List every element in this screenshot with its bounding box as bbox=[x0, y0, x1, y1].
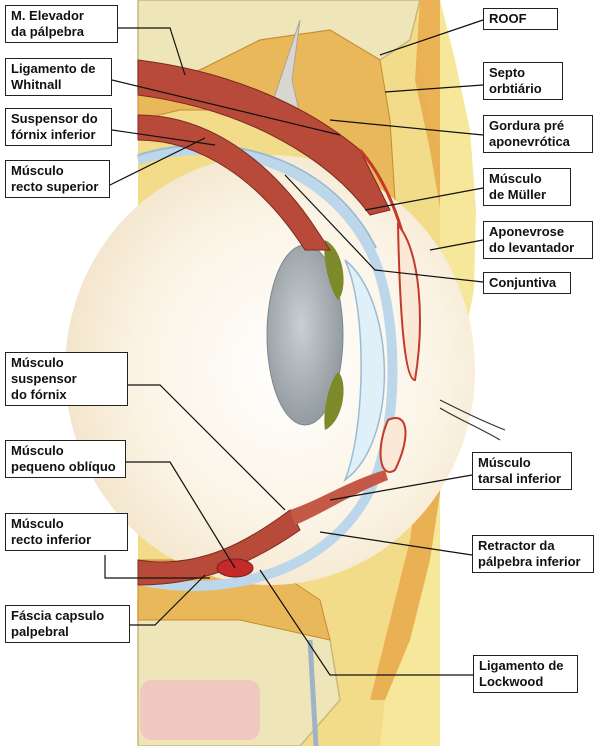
label-tarsal-inf-line2: tarsal inferior bbox=[478, 471, 562, 486]
leader-aponevrose bbox=[429, 239, 484, 251]
lower-tarsus bbox=[379, 417, 407, 473]
label-aponevrose-line1: Aponevrose bbox=[489, 224, 565, 239]
lens bbox=[267, 245, 343, 425]
lower-eyelid-retractor bbox=[290, 470, 388, 525]
upper-tarsus bbox=[396, 222, 421, 382]
leader-fascia bbox=[130, 574, 206, 626]
label-gordura-line1: Gordura pré bbox=[489, 118, 565, 133]
label-suspensor-fornix: Músculo suspensor do fórnix bbox=[5, 352, 128, 406]
label-septo-line2: orbtiário bbox=[489, 81, 542, 96]
leader-recto-inf bbox=[104, 555, 210, 579]
label-muller-line1: Músculo bbox=[489, 171, 542, 186]
label-aponevrose-line2: do levantador bbox=[489, 240, 575, 255]
sclera-rim bbox=[136, 145, 398, 591]
leader-septo bbox=[384, 84, 484, 93]
upper-lash bbox=[439, 399, 506, 431]
label-tarsal-inf-line1: Músculo bbox=[478, 455, 531, 470]
label-retractor-line1: Retractor da bbox=[478, 538, 555, 553]
nasolacrimal-duct bbox=[307, 639, 319, 746]
label-fascia-line1: Fáscia capsulo bbox=[11, 608, 105, 623]
label-tarsal-inf: Músculo tarsal inferior bbox=[472, 452, 572, 490]
label-septo-line1: Septo bbox=[489, 65, 526, 80]
maxillary-sinus bbox=[140, 680, 260, 740]
label-roof-line1: ROOF bbox=[489, 11, 527, 26]
label-pequeno-obliquo-line2: pequeno oblíquo bbox=[11, 459, 116, 474]
label-aponevrose: Aponevrose do levantador bbox=[483, 221, 593, 259]
leader-lockwood bbox=[259, 569, 473, 676]
leader-conjuntiva bbox=[284, 174, 484, 283]
label-suspensor-sup: Suspensor do fórnix inferior bbox=[5, 108, 112, 146]
label-lockwood: Ligamento de Lockwood bbox=[473, 655, 578, 693]
label-recto-sup: Músculo recto superior bbox=[5, 160, 110, 198]
label-lockwood-line2: Lockwood bbox=[479, 674, 544, 689]
levator-muscle bbox=[137, 59, 391, 216]
label-recto-inf-line2: recto inferior bbox=[11, 532, 92, 547]
leader-whitnall bbox=[111, 79, 341, 136]
ciliary-body-upper bbox=[324, 240, 344, 300]
leader-roof bbox=[379, 19, 484, 56]
label-whitnall-line2: Whitnall bbox=[11, 77, 62, 92]
leader-gordura bbox=[329, 119, 484, 136]
label-whitnall-line1: Ligamento de bbox=[11, 61, 96, 76]
label-roof: ROOF bbox=[483, 8, 558, 30]
conjunctiva-upper bbox=[137, 144, 377, 249]
label-pequeno-obliquo-line1: Músculo bbox=[11, 443, 64, 458]
label-suspensor-fornix-line2: suspensor bbox=[11, 371, 77, 386]
leader-muller bbox=[364, 187, 484, 211]
leader-retractor bbox=[319, 531, 473, 556]
label-fascia: Fáscia capsulo palpebral bbox=[5, 605, 130, 643]
label-fascia-line2: palpebral bbox=[11, 624, 69, 639]
leader-suspensor-fornix bbox=[128, 384, 286, 511]
label-suspensor-sup-line1: Suspensor do bbox=[11, 111, 98, 126]
label-pequeno-obliquo: Músculo pequeno oblíquo bbox=[5, 440, 126, 478]
label-suspensor-fornix-line1: Músculo bbox=[11, 355, 64, 370]
leader-lines bbox=[104, 19, 484, 676]
label-retractor-line2: pálpebra inferior bbox=[478, 554, 581, 569]
leader-tarsal-inf bbox=[329, 474, 473, 501]
ciliary-body-lower bbox=[324, 372, 344, 430]
label-suspensor-sup-line2: fórnix inferior bbox=[11, 127, 96, 142]
leader-recto-sup bbox=[109, 137, 206, 186]
label-recto-inf-line1: Músculo bbox=[11, 516, 64, 531]
skin-surface bbox=[390, 0, 476, 746]
lower-lash bbox=[439, 407, 501, 441]
label-elevador-line2: da pálpebra bbox=[11, 24, 84, 39]
label-conjuntiva: Conjuntiva bbox=[483, 272, 571, 294]
label-septo: Septo orbtiário bbox=[483, 62, 563, 100]
superior-rectus-muscle bbox=[137, 114, 331, 251]
label-muller: Músculo de Müller bbox=[483, 168, 571, 206]
label-elevador: M. Elevador da pálpebra bbox=[5, 5, 118, 43]
label-retractor: Retractor da pálpebra inferior bbox=[472, 535, 594, 573]
label-gordura: Gordura pré aponevrótica bbox=[483, 115, 593, 153]
label-recto-sup-line1: Músculo bbox=[11, 163, 64, 178]
label-whitnall: Ligamento de Whitnall bbox=[5, 58, 112, 96]
inferior-rectus-muscle bbox=[137, 509, 301, 586]
label-suspensor-fornix-line3: do fórnix bbox=[11, 387, 67, 402]
label-conjuntiva-line1: Conjuntiva bbox=[489, 275, 557, 290]
label-recto-inf: Músculo recto inferior bbox=[5, 513, 128, 551]
leader-pequeno-obliquo bbox=[118, 461, 236, 569]
leader-elevador bbox=[118, 27, 186, 76]
label-muller-line2: de Müller bbox=[489, 187, 547, 202]
label-elevador-line1: M. Elevador bbox=[11, 8, 84, 23]
label-gordura-line2: aponevrótica bbox=[489, 134, 570, 149]
label-lockwood-line1: Ligamento de bbox=[479, 658, 564, 673]
label-recto-sup-line2: recto superior bbox=[11, 179, 99, 194]
leader-suspensor-sup bbox=[111, 129, 216, 146]
cornea bbox=[343, 259, 386, 483]
